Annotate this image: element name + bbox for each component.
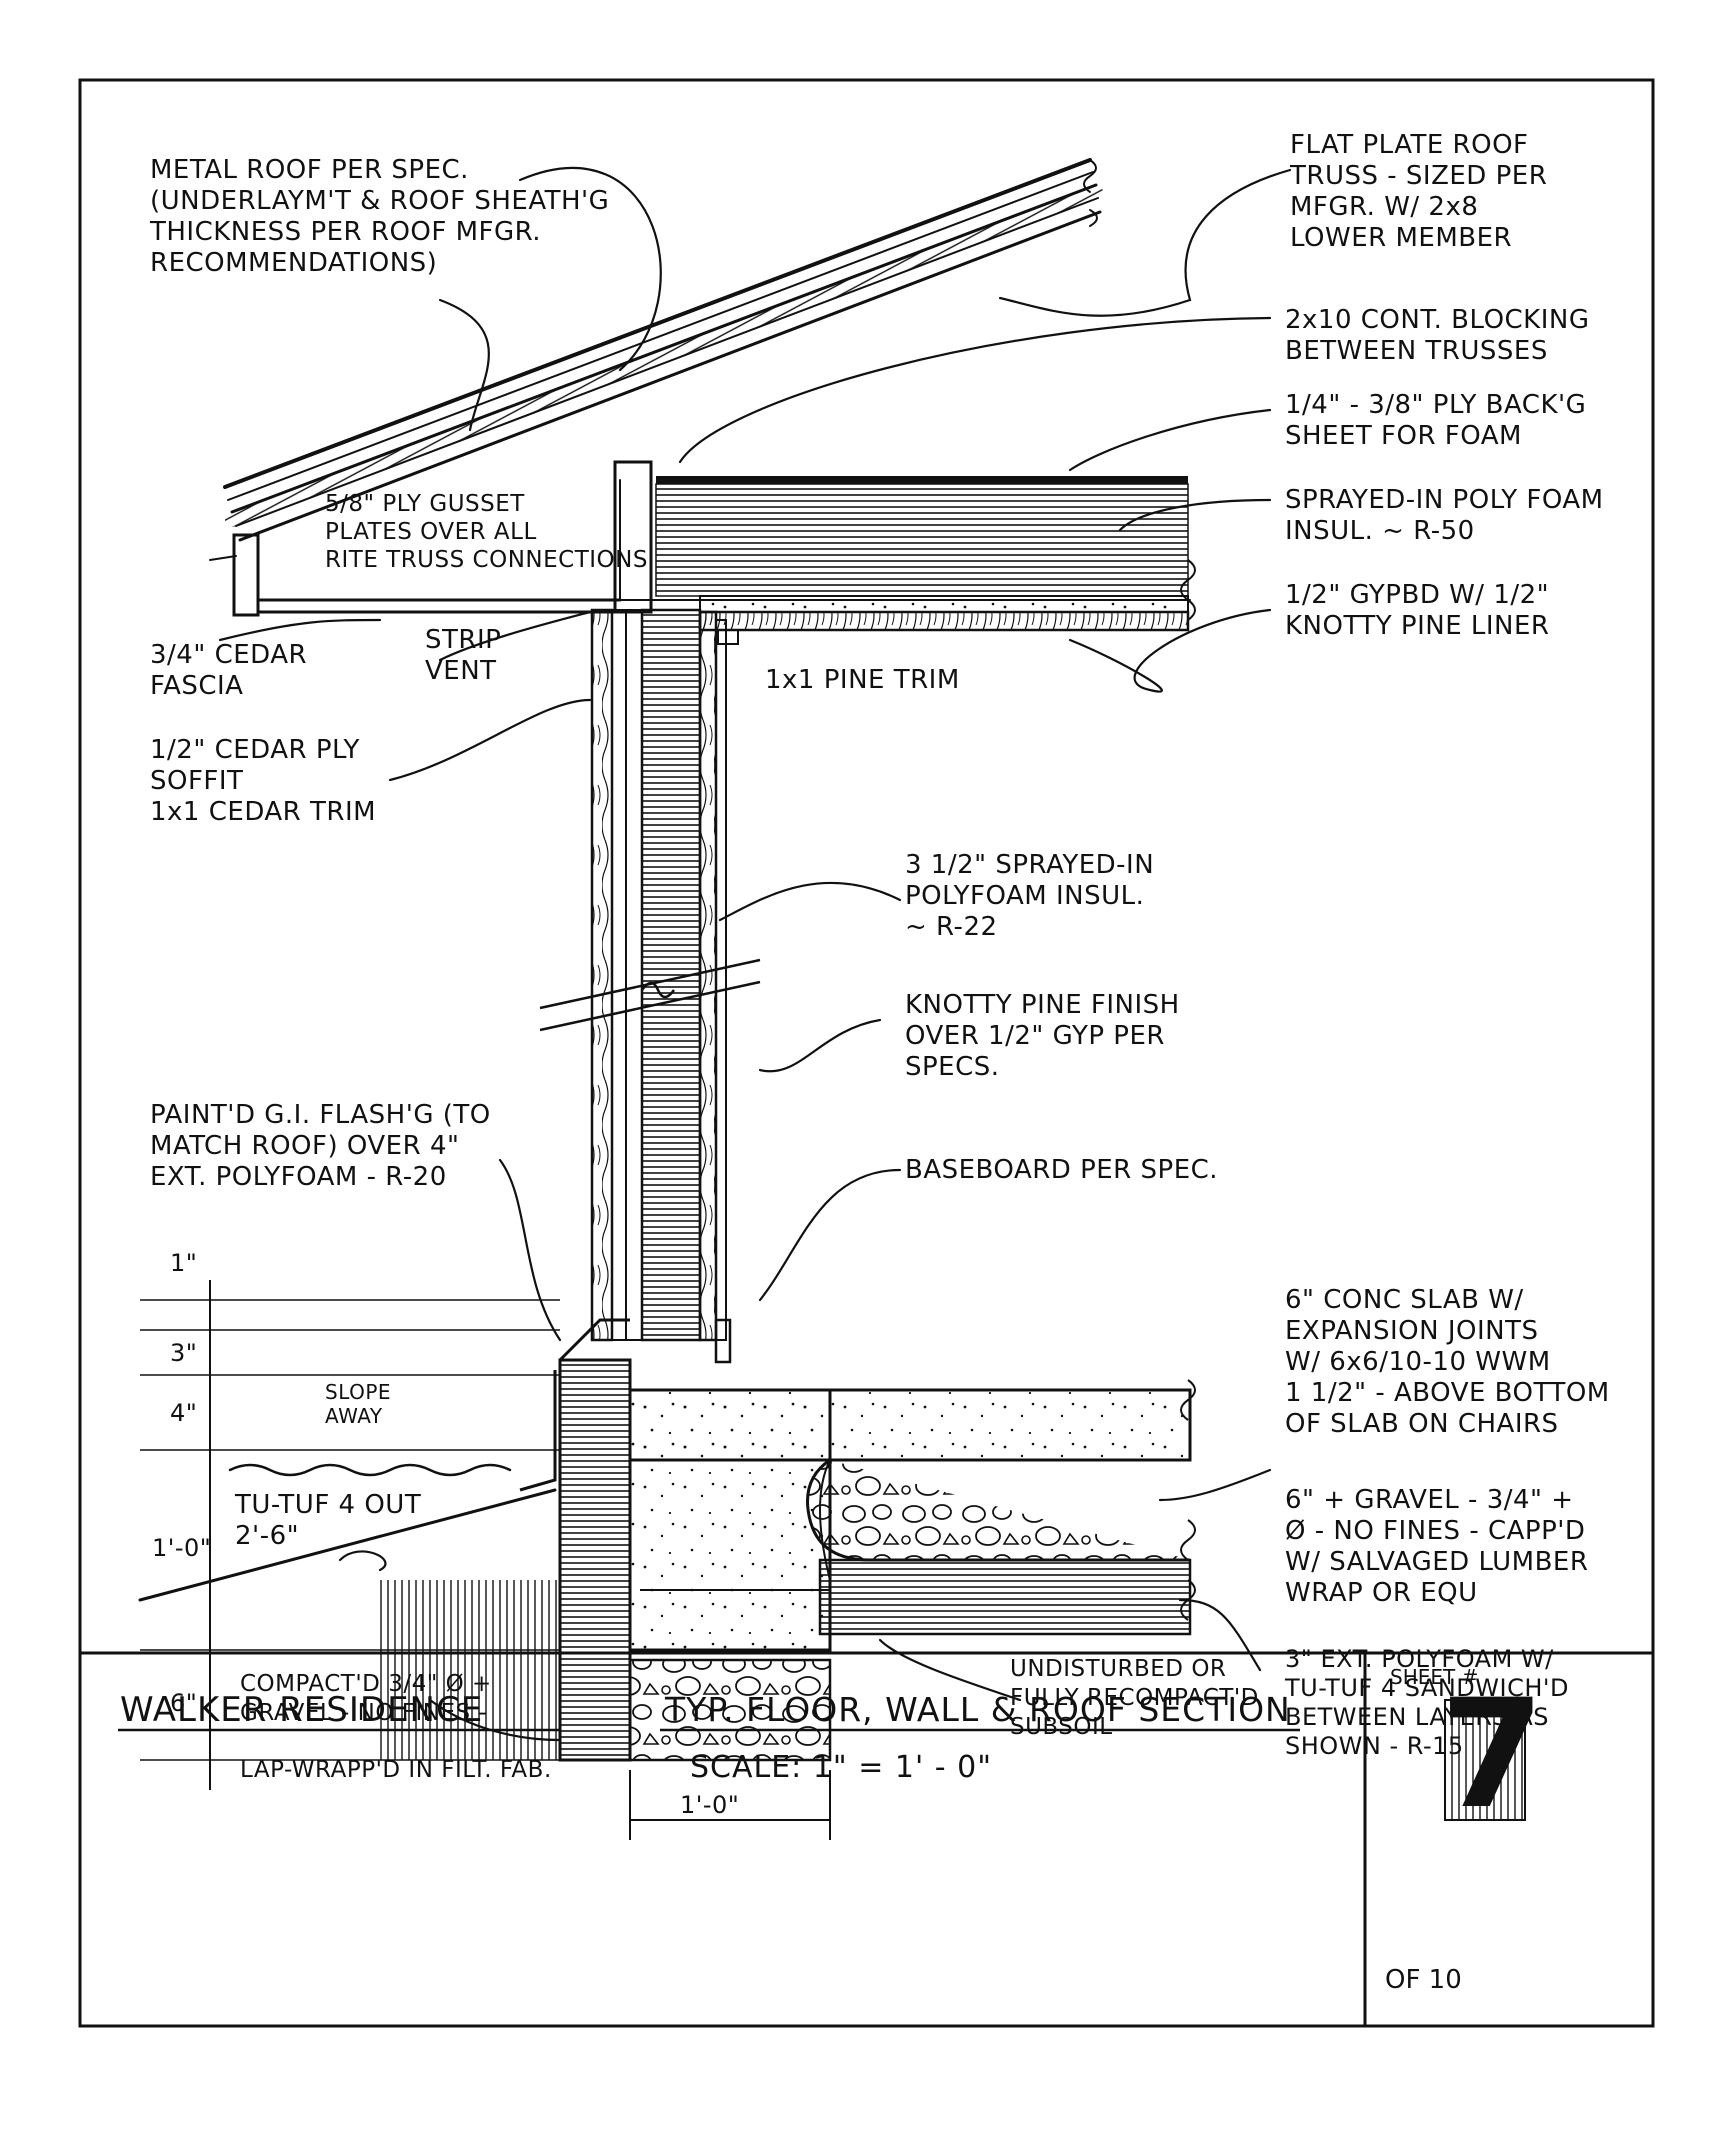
wall-assembly (539, 460, 761, 1364)
project-name: WALKER RESIDENCE (120, 1690, 484, 1730)
label-knotty-pine: KNOTTY PINE FINISH OVER 1/2" GYP PER SPE… (905, 990, 1180, 1082)
label-ext-polyfoam: 3" EXT. POLYFOAM W/ TU-TUF 4 SANDWICH'D … (1285, 1645, 1569, 1760)
dim-2: 3" (170, 1339, 198, 1367)
sheet-number: 7 (1440, 1668, 1545, 1842)
label-roof-truss: FLAT PLATE ROOF TRUSS - SIZED PER MFGR. … (1290, 130, 1548, 253)
label-gypbd: 1/2" GYPBD W/ 1/2" KNOTTY PINE LINER (1285, 580, 1550, 641)
label-wall-foam: 3 1/2" SPRAYED-IN POLYFOAM INSUL. ~ R-22 (905, 850, 1155, 942)
foundation-assembly (519, 1318, 1196, 1762)
label-tu-tuf-out: TU-TUF 4 OUT 2'-6" (235, 1490, 422, 1551)
label-baseboard: BASEBOARD PER SPEC. (905, 1155, 1219, 1185)
label-slope: SLOPE AWAY (325, 1380, 392, 1428)
label-fascia: 3/4" CEDAR FASCIA (150, 640, 308, 701)
label-subsoil: UNDISTURBED OR FULLY RECOMPACT'D SUBSOIL (1010, 1656, 1259, 1740)
sheet-border (78, 78, 1655, 2028)
drawing-title: TYP. FLOOR, WALL & ROOF SECTION (665, 1690, 1291, 1729)
label-pine-trim: 1x1 PINE TRIM (765, 665, 960, 695)
label-gusset: 5/8" PLY GUSSET PLATES OVER ALL RITE TRU… (325, 491, 648, 573)
leader-lines (218, 166, 1292, 1742)
dim-5: 6" (170, 1689, 198, 1717)
drawing-scale: SCALE: 1" = 1' - 0" (690, 1750, 993, 1785)
label-slab: 6" CONC SLAB W/ EXPANSION JOINTS W/ 6x6/… (1285, 1285, 1610, 1439)
label-blocking: 2x10 CONT. BLOCKING BETWEEN TRUSSES (1285, 305, 1590, 366)
label-gravel: 6" + GRAVEL - 3/4" + Ø - NO FINES - CAPP… (1285, 1485, 1589, 1608)
ceiling-assembly (655, 476, 1196, 632)
label-compact-gravel: COMPACT'D 3/4" Ø + GRAVEL - NO FINES - (240, 1671, 492, 1726)
sheet-label: SHEET # (1390, 1665, 1479, 1689)
dim-1: 1" (170, 1249, 198, 1277)
label-lap-wrap: LAP-WRAPP'D IN FILT. FAB. (240, 1757, 552, 1783)
label-footing-width: 1'-0" (680, 1791, 740, 1819)
label-ceiling-foam: SPRAYED-IN POLY FOAM INSUL. ~ R-50 (1285, 485, 1604, 546)
dim-3: 4" (170, 1399, 198, 1427)
label-strip-vent: STRIP VENT (425, 625, 502, 686)
label-metal-roof: METAL ROOF PER SPEC. (UNDERLAYM'T & ROOF… (150, 155, 610, 278)
roof-assembly (209, 158, 1191, 617)
sheet-total: OF 10 (1385, 1965, 1462, 1995)
label-flashing: PAINT'D G.I. FLASH'G (TO MATCH ROOF) OVE… (150, 1100, 491, 1192)
title-block-lines (118, 1699, 1526, 1821)
label-soffit: 1/2" CEDAR PLY SOFFIT 1x1 CEDAR TRIM (150, 735, 377, 827)
dim-4: 1'-0" (152, 1534, 212, 1562)
label-ply-backing: 1/4" - 3/8" PLY BACK'G SHEET FOR FOAM (1285, 390, 1587, 451)
dimension-string (140, 1280, 831, 1840)
